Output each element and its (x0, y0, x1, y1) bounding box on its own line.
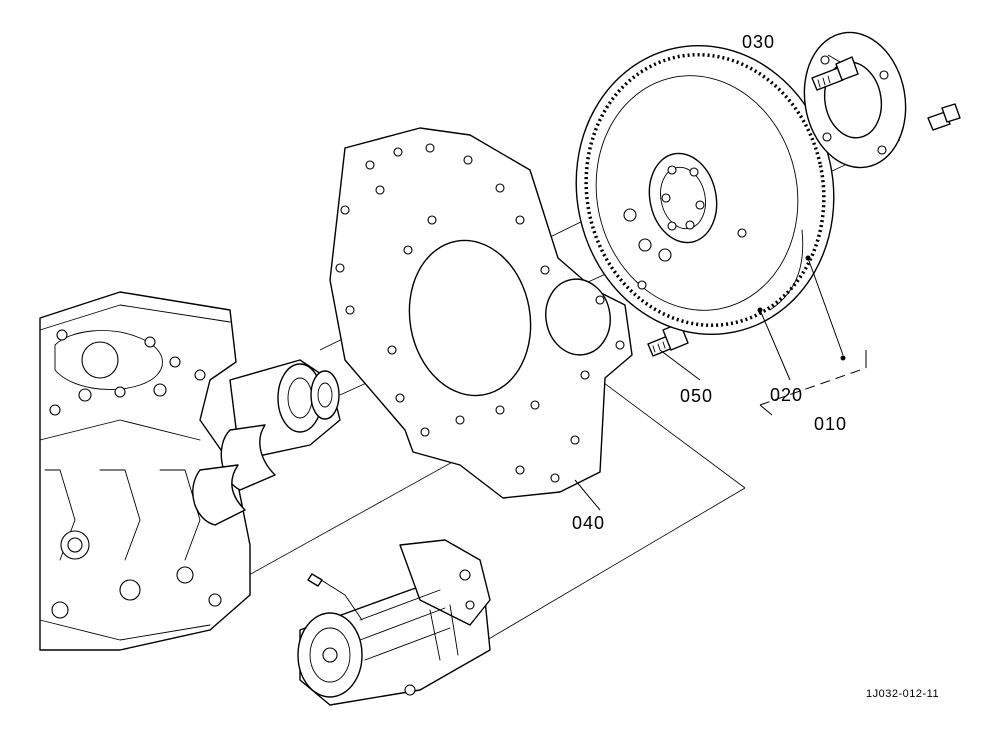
callout-030: 030 (742, 32, 775, 52)
starter-motor (297, 539, 491, 706)
flywheel (575, 44, 835, 336)
engine-block (39, 291, 251, 651)
callout-leaders (574, 54, 867, 511)
bolt-030 (811, 56, 859, 91)
callout-040: 040 (572, 513, 605, 533)
crankshaft (192, 359, 341, 526)
callout-050: 050 (680, 386, 713, 406)
flywheel-housing-plate (329, 127, 633, 499)
document-id: 1J032-012-11 (866, 688, 939, 700)
callout-020: 020 (770, 385, 803, 405)
bolt-right (927, 103, 961, 131)
callout-010: 010 (814, 414, 847, 434)
